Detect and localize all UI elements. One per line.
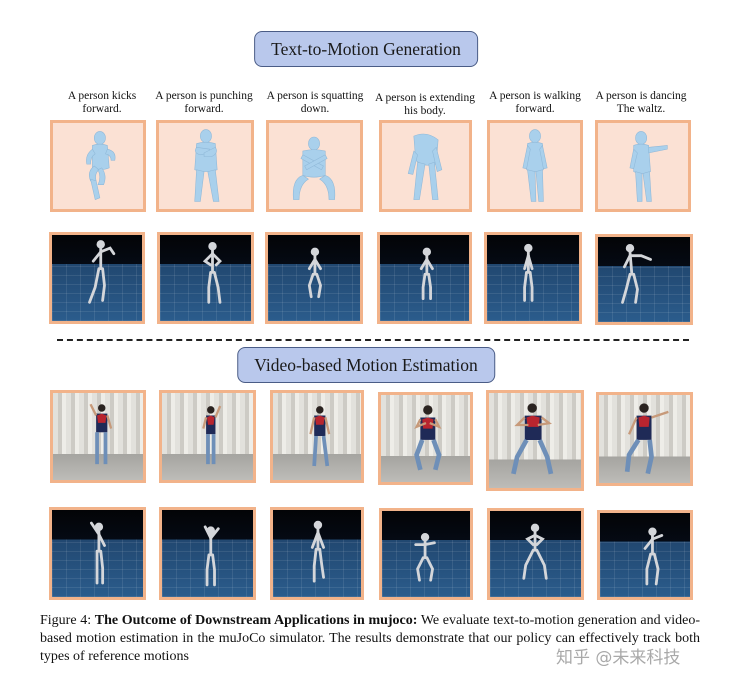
robot-figure bbox=[203, 525, 220, 587]
person-figure bbox=[202, 405, 222, 465]
prompt-caption-4: A person is extending his body. bbox=[369, 92, 481, 118]
mesh-figure-dance bbox=[629, 131, 668, 202]
video-frame-5 bbox=[486, 390, 584, 491]
figure-caption-bold: The Outcome of Downstream Applications i… bbox=[94, 613, 418, 628]
prompt-caption-1: A person kicks forward. bbox=[47, 90, 157, 116]
mesh-figure-squat bbox=[292, 136, 336, 200]
person-figure bbox=[89, 403, 113, 465]
prompt-caption-6: A person is dancing The waltz. bbox=[586, 90, 696, 116]
robot-figure bbox=[307, 247, 322, 299]
person-figure bbox=[624, 403, 669, 475]
prompt-line-1: A person kicks bbox=[67, 90, 137, 102]
video-frame-6 bbox=[596, 392, 693, 486]
person-figure bbox=[309, 406, 331, 467]
prompt-line-1: A person is walking bbox=[489, 90, 581, 102]
figure-label: Figure 4: bbox=[40, 613, 92, 628]
person-figure bbox=[414, 405, 442, 471]
mesh-frame-squat bbox=[266, 120, 363, 212]
sim-frame-video-3 bbox=[270, 507, 364, 600]
mesh-figure-punch bbox=[194, 129, 220, 202]
mesh-figure-kick bbox=[86, 131, 116, 201]
section-title-text-to-motion: Text-to-Motion Generation bbox=[254, 31, 478, 67]
mesh-frame-extend bbox=[379, 120, 472, 212]
section-title-video-estimation: Video-based Motion Estimation bbox=[237, 347, 495, 383]
video-frame-3 bbox=[270, 390, 364, 483]
robot-figure bbox=[202, 242, 222, 304]
sim-frame-dance bbox=[595, 234, 693, 325]
sim-frame-video-4 bbox=[379, 508, 473, 600]
sim-frame-video-5 bbox=[487, 508, 584, 600]
mesh-frame-walk bbox=[487, 120, 583, 212]
prompt-caption-5: A person is walking forward. bbox=[480, 90, 590, 116]
mesh-figure-walk bbox=[522, 129, 548, 202]
prompt-line-2: forward. bbox=[184, 103, 224, 115]
sim-frame-extend bbox=[377, 232, 472, 324]
robot-figure bbox=[419, 247, 434, 300]
sim-frame-walk bbox=[484, 232, 582, 324]
robot-figure bbox=[88, 240, 116, 304]
prompt-line-2: his body. bbox=[404, 105, 446, 117]
prompt-line-1: A person is squatting bbox=[266, 90, 364, 102]
mesh-frame-dance bbox=[595, 120, 691, 212]
prompt-line-1: A person is extending bbox=[375, 92, 475, 104]
section-divider bbox=[57, 339, 689, 341]
sim-frame-video-2 bbox=[159, 507, 256, 600]
prompt-caption-2: A person is punching forward. bbox=[149, 90, 259, 116]
sim-frame-video-1 bbox=[49, 507, 146, 600]
video-frame-2 bbox=[159, 390, 256, 483]
mesh-frame-kick bbox=[50, 120, 146, 212]
figure-caption-body: We evaluate text-to-motion generation an… bbox=[40, 613, 700, 664]
sim-frame-kick bbox=[49, 232, 145, 324]
prompt-line-2: The waltz. bbox=[616, 103, 666, 115]
prompt-caption-3: A person is squatting down. bbox=[260, 90, 370, 116]
robot-figure bbox=[643, 527, 664, 586]
prompt-line-1: A person is punching bbox=[155, 90, 253, 102]
sim-frame-punch bbox=[157, 232, 254, 324]
prompt-line-2: forward. bbox=[515, 103, 555, 115]
robot-figure bbox=[621, 244, 652, 304]
watermark: 知乎 @未来科技 bbox=[556, 648, 681, 668]
robot-figure bbox=[522, 523, 548, 580]
robot-figure bbox=[310, 520, 325, 583]
sim-frame-video-6 bbox=[597, 510, 693, 600]
video-frame-1 bbox=[50, 390, 146, 483]
prompt-line-2: forward. bbox=[82, 103, 122, 115]
mesh-frame-punch bbox=[156, 120, 254, 212]
figure-caption: Figure 4: The Outcome of Downstream Appl… bbox=[40, 612, 700, 666]
robot-figure bbox=[90, 521, 106, 585]
person-figure bbox=[511, 403, 554, 475]
video-frame-4 bbox=[378, 392, 473, 485]
mesh-figure-extend bbox=[407, 133, 443, 200]
prompt-line-1: A person is dancing bbox=[595, 90, 687, 102]
robot-figure bbox=[414, 532, 436, 582]
prompt-line-2: down. bbox=[300, 103, 330, 115]
sim-frame-squat bbox=[265, 232, 363, 324]
robot-figure bbox=[523, 243, 534, 302]
